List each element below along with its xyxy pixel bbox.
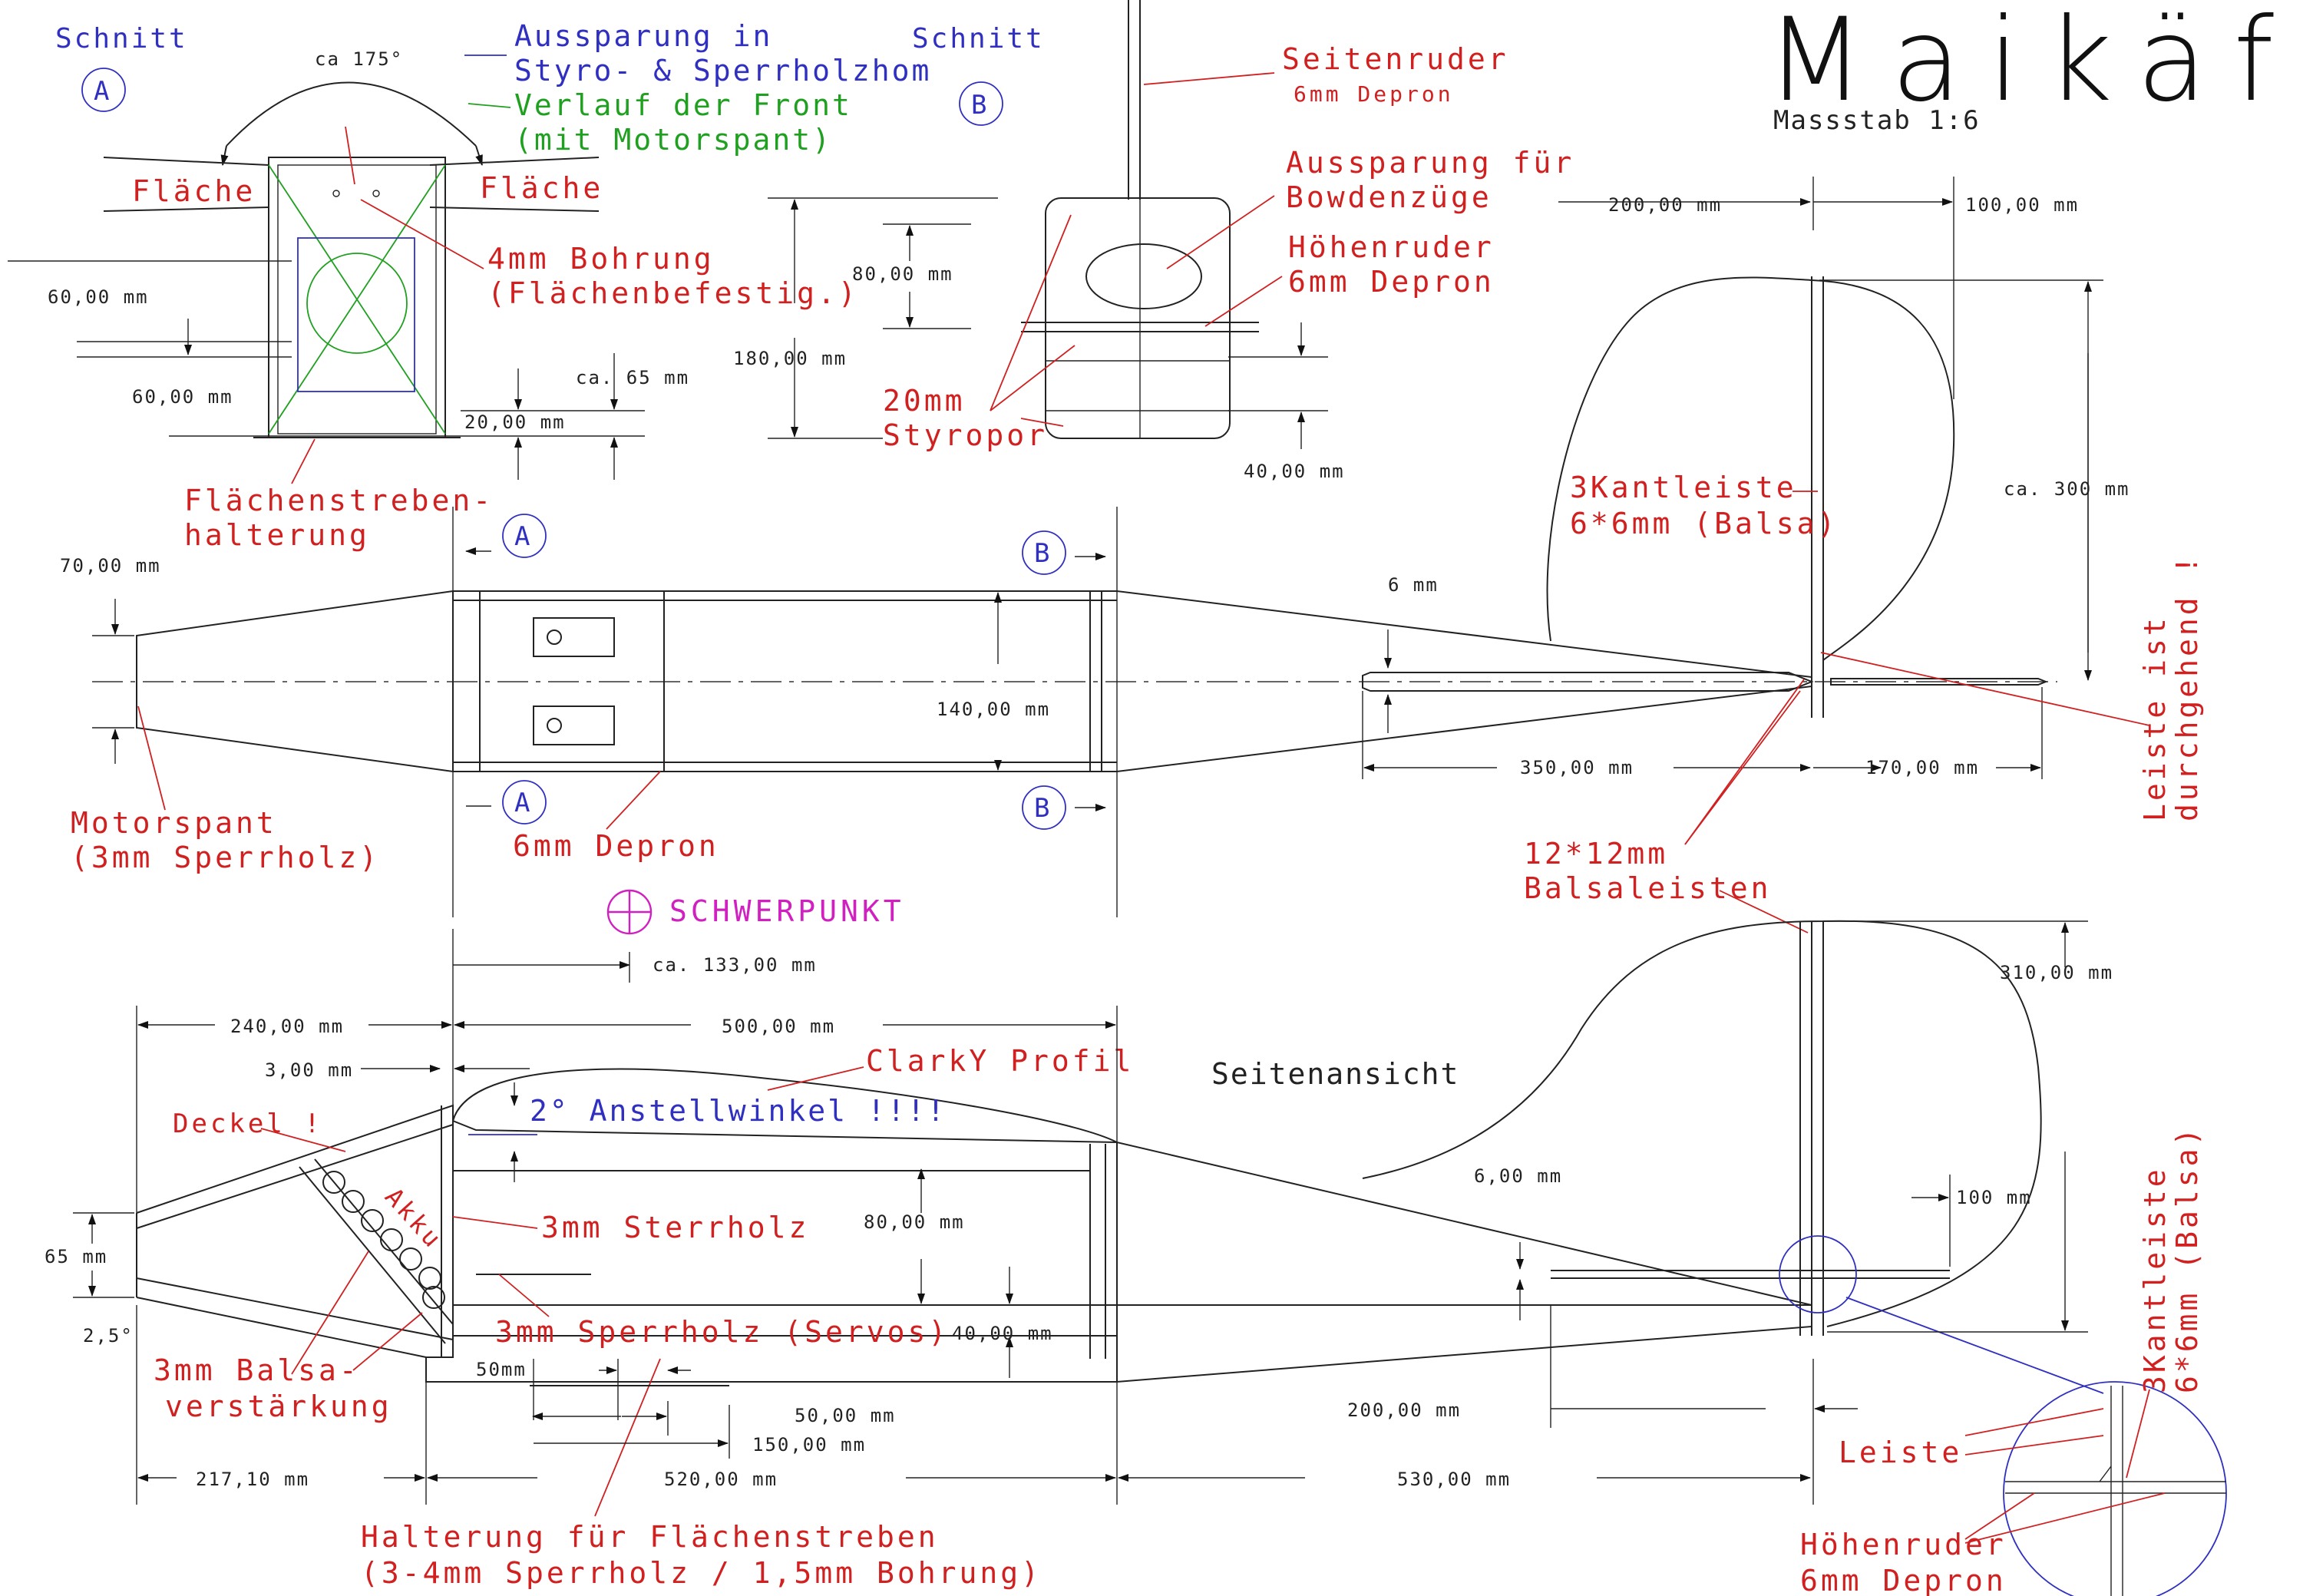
section-b-heading: Schnitt — [912, 23, 1045, 55]
detail-elevator-1: Höhenruder — [1800, 1528, 2007, 1561]
rail-label: Leiste — [1839, 1436, 1962, 1469]
foam-label-2: Styropor — [883, 418, 1048, 452]
section-a-marker: A — [94, 76, 111, 107]
dim-80-top: 80,00 mm — [852, 263, 953, 285]
elevator-label-1: Höhenruder — [1288, 230, 1495, 264]
dim-170: 170,00 mm — [1865, 757, 1979, 778]
dim-200-side: 200,00 mm — [1347, 1399, 1461, 1421]
plywood-3mm-label: 3mm Sterrholz — [541, 1211, 809, 1244]
cut-a-top-marker: A — [514, 521, 532, 552]
section-a-drawing: Schnitt A ca 175° Fläche Fläche 60,00 mm… — [8, 19, 931, 552]
angle-of-attack-label: 2° Anstellwinkel !!!! — [530, 1094, 947, 1128]
dim-ca-133: ca. 133,00 mm — [653, 954, 817, 976]
detail-kant-1: 3Kantleiste — [2138, 1166, 2172, 1393]
dim-ca-65: ca. 65 mm — [576, 367, 689, 388]
servo-plywood-label: 3mm Sperrholz (Servos) — [495, 1315, 949, 1349]
detail-kant-2: 6*6mm (Balsa) — [2170, 1125, 2204, 1393]
angle-label: ca 175° — [315, 48, 403, 70]
cut-a-bottom-marker: A — [514, 788, 532, 818]
tail-detail-callout — [2003, 1381, 2227, 1596]
engine-mount-label-2: (3mm Sperrholz) — [71, 841, 380, 874]
section-b-marker: B — [971, 90, 989, 121]
dim-500: 500,00 mm — [722, 1016, 835, 1037]
bowden-label-2: Bowdenzüge — [1286, 180, 1492, 214]
battery-cells — [322, 1171, 445, 1309]
top-view-drawing: A A B B ca. 300 mm 200,00 mm 100,00 mm 6… — [60, 177, 2204, 933]
dim-100-top: 100,00 mm — [1965, 194, 2079, 216]
kantleiste-label-2: 6*6mm (Balsa) — [1570, 507, 1838, 540]
dim-310: 310,00 mm — [2000, 962, 2113, 983]
dim-60-b: 60,00 mm — [132, 386, 233, 408]
dim-530: 530,00 mm — [1397, 1469, 1511, 1490]
strut-label-1: Flächenstreben- — [184, 484, 494, 517]
dim-520: 520,00 mm — [664, 1469, 778, 1490]
leiste-durch-1: Leiste ist — [2138, 615, 2172, 821]
section-b-drawing: Schnitt B Seitenruder 6mm Depron Ausspar… — [733, 0, 1574, 482]
balsa-reinforcement-2: verstärkung — [165, 1389, 392, 1423]
strut-holder-label-2: (3-4mm Sperrholz / 1,5mm Bohrung) — [361, 1556, 1042, 1590]
side-view-title: Seitenansicht — [1211, 1057, 1459, 1091]
cut-b-top-marker: B — [1034, 538, 1052, 569]
dim-50mm: 50mm — [476, 1359, 527, 1380]
dim-217: 217,10 mm — [196, 1469, 309, 1490]
dim-40-top: 40,00 mm — [1244, 461, 1345, 482]
dim-200-top: 200,00 mm — [1608, 194, 1722, 216]
dim-40-side: 40,00 mm — [952, 1323, 1053, 1344]
plan-title: Maikäfer — [1766, 0, 2303, 127]
foam-label-1: 20mm — [883, 384, 966, 418]
rudder-label-2: 6mm Depron — [1294, 81, 1454, 107]
dim-20: 20,00 mm — [464, 411, 566, 433]
dim-3: 3,00 mm — [265, 1059, 353, 1081]
strut-holder-label-1: Halterung für Flächenstreben — [361, 1520, 939, 1554]
engine-mount-label-1: Motorspant — [71, 806, 277, 840]
dim-350: 350,00 mm — [1520, 757, 1634, 778]
dim-6: 6 mm — [1388, 574, 1439, 596]
dim-50: 50,00 mm — [795, 1405, 896, 1426]
dim-180: 180,00 mm — [733, 348, 847, 369]
balsa-reinforcement-1: 3mm Balsa- — [154, 1353, 360, 1387]
bore-label-2: (Flächenbefestig.) — [487, 276, 859, 310]
dim-100-side: 100 mm — [1956, 1187, 2032, 1208]
front-label-1: Verlauf der Front — [514, 88, 852, 122]
depron-label: 6mm Depron — [513, 829, 719, 863]
center-of-gravity-marker: SCHWERPUNKT — [606, 889, 905, 935]
rudder-label-1: Seitenruder — [1282, 42, 1509, 76]
plan-scale: Massstab 1:6 — [1773, 105, 1981, 136]
dim-240: 240,00 mm — [230, 1016, 344, 1037]
elevator-label-2: 6mm Depron — [1288, 265, 1495, 299]
dim-80-side: 80,00 mm — [864, 1211, 965, 1233]
kantleiste-label-1: 3Kantleiste — [1570, 471, 1797, 504]
balsa-rails-label-1: 12*12mm — [1524, 837, 1668, 871]
side-view-drawing: Seitenansicht ClarkY Profil — [45, 920, 2227, 1596]
dim-2-5-deg: 2,5° — [83, 1325, 134, 1347]
front-label-2: (mit Motorspant) — [514, 123, 832, 157]
section-a-heading: Schnitt — [55, 23, 188, 55]
recess-label-1: Aussparung in — [514, 19, 772, 53]
dim-6-side: 6,00 mm — [1474, 1165, 1562, 1187]
dim-65: 65 mm — [45, 1246, 107, 1267]
dim-60-a: 60,00 mm — [48, 286, 149, 308]
strut-label-2: halterung — [184, 518, 370, 552]
bore-label-1: 4mm Bohrung — [487, 242, 715, 276]
wing-right-label: Fläche — [480, 171, 603, 205]
cut-b-bottom-marker: B — [1034, 793, 1052, 824]
dim-150: 150,00 mm — [752, 1434, 866, 1456]
profile-label: ClarkY Profil — [866, 1044, 1134, 1078]
cog-label: SCHWERPUNKT — [669, 894, 905, 928]
lid-label: Deckel ! — [173, 1109, 323, 1139]
recess-label-2: Styro- & Sperrholzhom — [514, 54, 931, 88]
dim-70: 70,00 mm — [60, 555, 161, 577]
detail-elevator-2: 6mm Depron — [1800, 1564, 2007, 1596]
balsa-rails-label-2: Balsaleisten — [1524, 871, 1772, 905]
bowden-label-1: Aussparung für — [1286, 146, 1574, 180]
wing-left-label: Fläche — [132, 174, 256, 208]
dim-ca-300: ca. 300 mm — [2004, 478, 2130, 500]
dim-140: 140,00 mm — [937, 699, 1050, 720]
battery-label: Akku — [379, 1182, 449, 1255]
leiste-durch-2: durchgehend ! — [2170, 553, 2204, 821]
